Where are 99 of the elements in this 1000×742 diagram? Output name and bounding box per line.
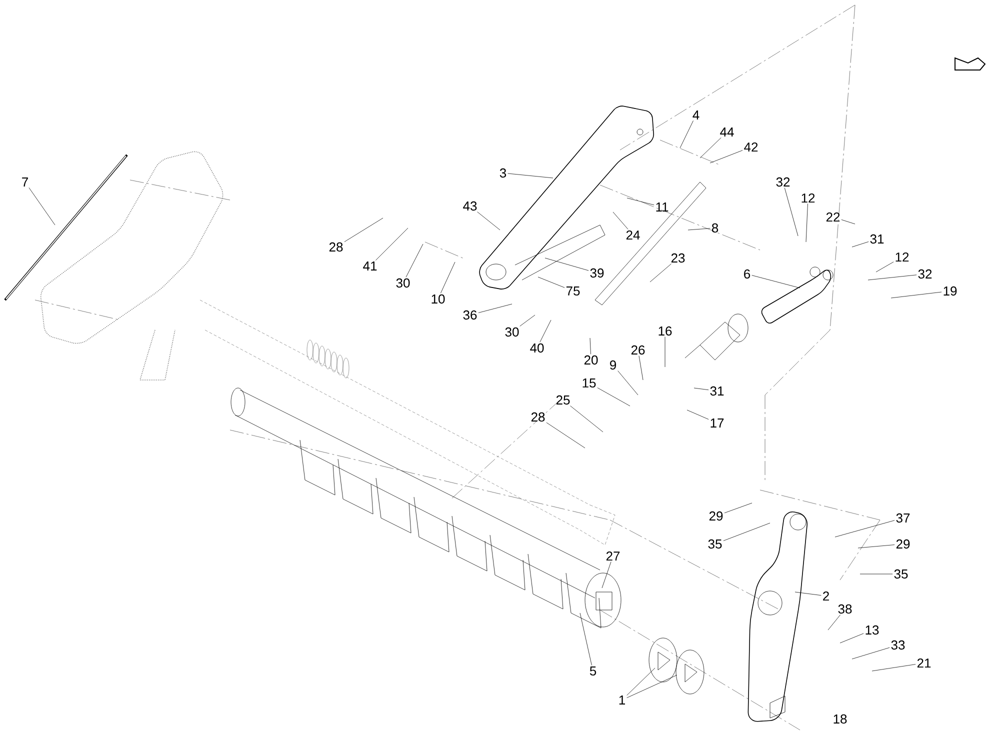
leader-line [794,592,822,596]
callout-number: 29 [896,539,910,549]
callout-number: 12 [896,252,909,262]
leader-line [440,262,456,294]
leader-line [612,212,628,230]
callout-number: 32 [776,177,790,187]
leader-line [723,522,770,541]
leader-line [508,173,554,178]
leader-line [700,137,722,158]
callout-number: 19 [944,286,957,296]
callout-number: 28 [531,412,545,422]
callout-number: 75 [566,286,580,296]
leader-line [694,388,709,390]
callout-number: 3 [500,168,506,178]
leader-line [540,320,552,342]
leader-line [752,275,800,288]
leader-line [590,338,591,354]
callout-number: 2 [823,591,829,601]
leader-line [538,276,565,288]
callout-number: 23 [671,253,685,263]
callout-number: 12 [802,193,815,203]
callout-number: 1 [619,696,625,704]
leader-line [890,292,942,298]
leader-line [597,388,630,406]
leader-line [478,304,512,313]
callout-number: 21 [917,658,931,668]
callout-number: 8 [712,223,718,233]
callout-number: 22 [826,212,840,222]
callout-number: 16 [658,326,672,336]
leader-line [626,674,678,698]
leader-line [840,633,864,644]
callout-number: 25 [556,395,570,405]
callout-number: 26 [631,345,645,355]
leader-line [834,520,895,538]
callout-number: 32 [918,269,932,279]
callout-number: 31 [870,234,884,244]
leader-line [784,188,798,236]
callout-number: 9 [610,360,616,370]
leader-line [406,244,424,278]
callout-number: 4 [692,110,700,120]
callout-number: 20 [584,355,598,365]
leader-line [570,406,604,432]
leader-line [544,258,589,271]
leader-line [680,120,694,148]
callout-number: 33 [891,640,905,650]
callout-number: 15 [582,378,596,388]
callout-number: 10 [432,294,445,304]
callout-number: 11 [656,202,668,212]
leader-line [852,647,890,660]
callout-number: 35 [894,569,908,579]
callout-number: 24 [626,230,640,240]
leader-line [841,219,856,224]
leader-line [375,228,408,261]
leader-line [618,370,638,396]
leader-line [28,187,56,226]
callout-number: 38 [838,604,852,614]
callout-number: 39 [590,268,604,278]
callout-number: 17 [710,418,724,428]
callout-number: 31 [710,386,724,396]
leader-line [828,614,841,630]
leader-line [546,422,586,448]
leader-line [868,274,917,280]
leader-line [477,212,500,230]
leader-line [626,668,656,696]
leader-line [710,150,743,164]
callout-number: 6 [744,269,750,279]
callout-number: 40 [530,343,544,353]
callout-number: 27 [606,551,620,561]
callout-number: 42 [744,142,758,152]
leader-line [872,664,916,672]
leader-line [626,198,654,206]
leader-line [724,502,752,514]
leader-line [580,612,592,666]
leader-line [686,410,709,420]
callout-number: 43 [463,201,477,211]
leader-line [688,228,710,230]
callout-number: 37 [896,513,910,523]
leader-line [858,544,895,548]
callout-number: 18 [834,714,847,724]
leader-line [520,314,536,326]
leader-line [664,336,666,368]
callout-number: 13 [866,625,879,635]
callout-number: 28 [329,242,343,252]
leader-line [638,356,644,380]
leader-line [602,562,612,588]
callout-number: 30 [396,278,410,288]
leader-line [876,262,894,272]
callout-number: 36 [463,310,477,320]
callout-number: 44 [720,128,734,136]
leader-line [650,264,672,282]
leader-line [806,204,808,242]
callout-number: 41 [363,262,377,270]
callout-number: 35 [708,539,722,549]
callout-number: 29 [709,511,723,521]
callout-number: 5 [590,666,596,676]
leader-line [852,242,869,248]
leader-line [344,218,384,242]
callout-number: 30 [505,327,519,337]
callout-number: 7 [22,178,28,186]
